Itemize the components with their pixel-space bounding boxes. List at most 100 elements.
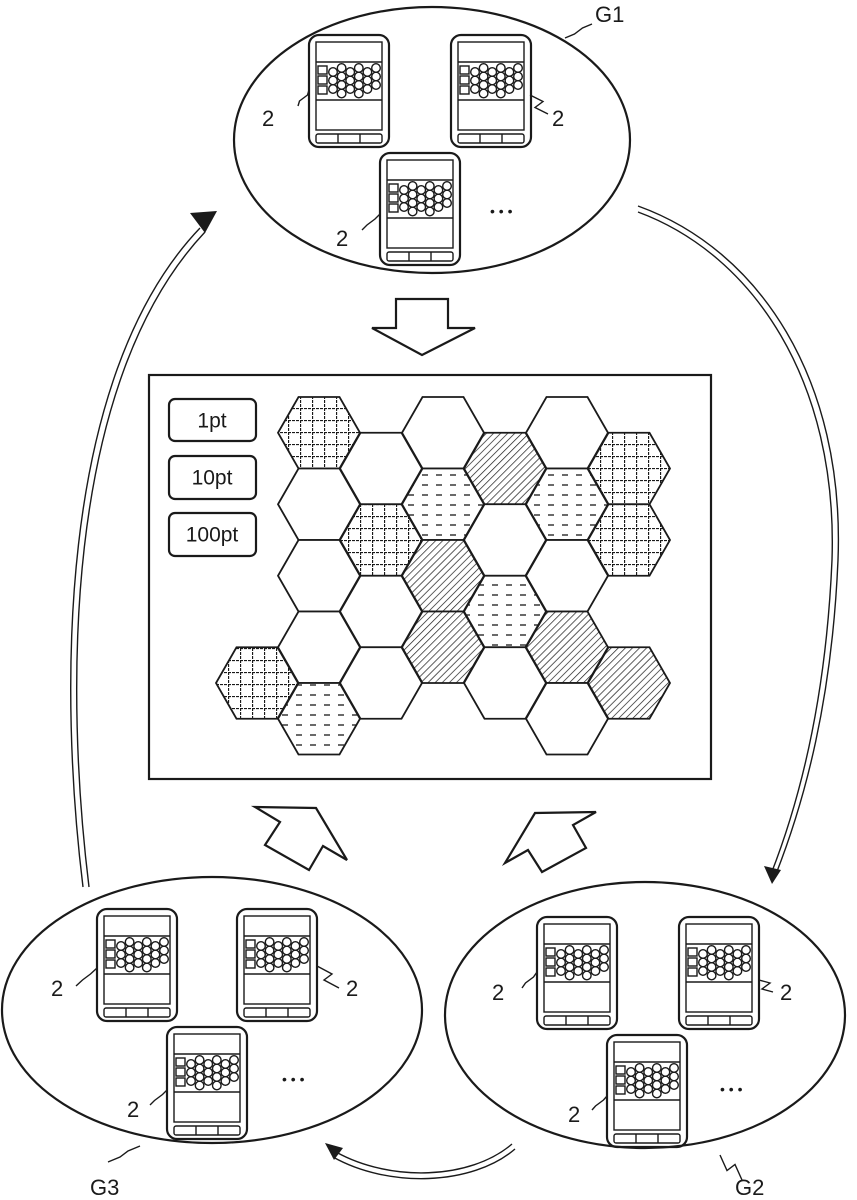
terminal-device xyxy=(95,907,179,1023)
mini-point-button xyxy=(317,65,328,75)
mini-point-button xyxy=(545,947,556,957)
device-button-bar xyxy=(173,1125,241,1136)
leader-line xyxy=(297,89,310,107)
flow-arrow-g1-to-g2 xyxy=(637,205,840,884)
mini-point-button xyxy=(687,947,698,957)
terminal-device xyxy=(307,33,391,149)
device-screen xyxy=(386,159,454,249)
terminal-device xyxy=(677,915,761,1031)
arrowhead-icon xyxy=(190,211,217,233)
device-button-bar xyxy=(315,133,383,144)
mini-point-button xyxy=(545,957,556,967)
mini-hex-map xyxy=(470,63,524,99)
device-screen xyxy=(613,1041,681,1131)
terminal-device xyxy=(449,33,533,149)
device-button-bar xyxy=(103,1007,171,1018)
mini-point-button xyxy=(317,85,328,95)
hex-area-map xyxy=(214,396,672,756)
mini-hex-map xyxy=(328,63,382,99)
device-button-bar xyxy=(243,1007,311,1018)
point-button-label: 10pt xyxy=(192,467,233,490)
mini-hex-map xyxy=(399,181,453,217)
point-button-100pt[interactable]: 100pt xyxy=(167,511,258,558)
more-devices-ellipsis: • • • xyxy=(720,1081,743,1097)
leader-line xyxy=(361,213,381,231)
device-reference-label: 2 xyxy=(552,106,564,131)
mini-point-button xyxy=(175,1057,186,1067)
device-screen xyxy=(103,915,171,1005)
device-button-bar xyxy=(457,133,525,144)
terminal-device xyxy=(535,915,619,1031)
device-screen xyxy=(173,1033,241,1123)
mini-hex-map xyxy=(186,1055,240,1091)
leader-line xyxy=(529,94,549,115)
mini-point-button xyxy=(245,949,256,959)
mini-point-button xyxy=(175,1077,186,1087)
mini-point-button xyxy=(615,1075,626,1085)
mini-hex-map xyxy=(556,945,610,981)
mini-point-button xyxy=(105,959,116,969)
point-buttons: 1pt 10pt 100pt xyxy=(167,397,258,558)
block-arrow-g2 xyxy=(501,810,597,874)
mini-hex-map xyxy=(626,1063,680,1099)
leader-line xyxy=(149,1089,168,1106)
leader-line xyxy=(564,23,593,39)
terminal-device xyxy=(378,151,462,267)
more-devices-ellipsis: • • • xyxy=(490,203,513,219)
mini-point-button xyxy=(459,85,470,95)
hex-cell-diagonal[interactable] xyxy=(586,646,672,720)
hex-cell-grid[interactable] xyxy=(586,503,672,577)
device-screen xyxy=(457,41,525,131)
mini-point-button xyxy=(105,949,116,959)
arrowhead-icon xyxy=(325,1143,343,1160)
mini-point-button xyxy=(687,957,698,967)
device-button-bar xyxy=(613,1133,681,1144)
mini-point-button xyxy=(245,959,256,969)
group-boundary xyxy=(232,5,632,275)
device-reference-label: 2 xyxy=(262,106,274,131)
terminal-device xyxy=(605,1033,689,1149)
mini-point-button xyxy=(615,1065,626,1075)
shared-screen-frame xyxy=(147,373,713,781)
leader-line xyxy=(591,1095,608,1111)
mini-point-button xyxy=(175,1067,186,1077)
block-arrow-g1 xyxy=(371,297,476,357)
point-button-label: 100pt xyxy=(186,524,239,547)
point-button-label: 1pt xyxy=(197,410,226,433)
device-button-bar xyxy=(543,1015,611,1026)
mini-point-button xyxy=(687,967,698,977)
device-reference-label: 2 xyxy=(336,226,348,251)
mini-hex-map xyxy=(256,937,310,973)
device-reference-label: 2 xyxy=(780,980,792,1005)
mini-point-button xyxy=(615,1085,626,1095)
device-reference-label: 2 xyxy=(127,1097,139,1122)
mini-point-button xyxy=(459,75,470,85)
device-reference-label: 2 xyxy=(51,976,63,1001)
device-screen xyxy=(543,923,611,1013)
leader-line xyxy=(75,967,98,987)
mini-point-button xyxy=(105,939,116,949)
arrowhead-icon xyxy=(764,866,781,884)
mini-point-button xyxy=(317,75,328,85)
device-screen xyxy=(685,923,753,1013)
device-button-bar xyxy=(386,251,454,262)
mini-point-button xyxy=(388,193,399,203)
point-button-10pt[interactable]: 10pt xyxy=(167,454,258,501)
device-reference-label: 2 xyxy=(492,980,504,1005)
block-arrow-g3 xyxy=(250,805,348,872)
group-label: G3 xyxy=(90,1175,119,1200)
mini-point-button xyxy=(245,939,256,949)
group-boundary xyxy=(443,880,847,1150)
leader-line xyxy=(107,1145,141,1163)
mini-point-button xyxy=(545,967,556,977)
device-button-bar xyxy=(685,1015,753,1026)
point-button-1pt[interactable]: 1pt xyxy=(167,397,258,443)
group-boundary xyxy=(0,875,424,1145)
leader-line xyxy=(316,965,340,989)
leader-line xyxy=(758,979,774,993)
device-screen xyxy=(243,915,311,1005)
mini-hex-map xyxy=(698,945,752,981)
terminal-device xyxy=(165,1025,249,1141)
